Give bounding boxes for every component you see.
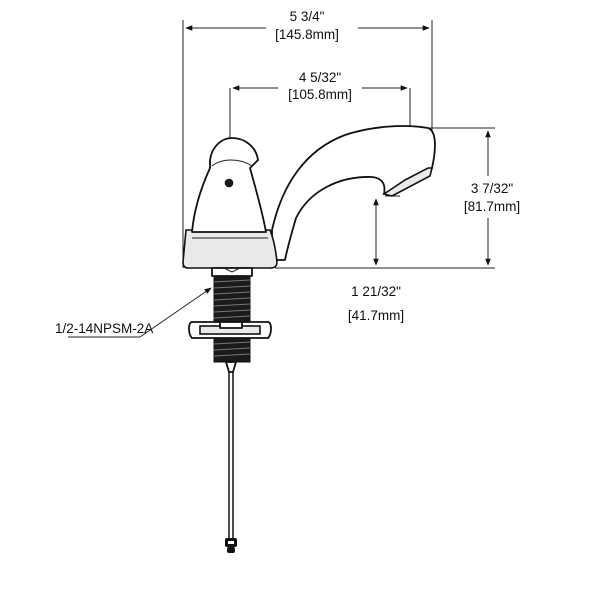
thread-callout: 1/2-14NPSM-2A (55, 287, 212, 338)
spout-reach-metric: [105.8mm] (288, 87, 352, 102)
extension-lines (182, 20, 495, 269)
dimension-overall-width: 5 3/4" [145.8mm] (185, 9, 430, 42)
handle-screw-dot (224, 178, 234, 188)
dimension-outlet-height: 1 21/32" [41.7mm] (348, 198, 404, 323)
rod-connector (225, 361, 237, 373)
outlet-height-metric: [41.7mm] (348, 308, 404, 323)
overall-width-imperial: 5 3/4" (290, 9, 325, 24)
faucet-drawing (182, 125, 436, 553)
faucet-spout (271, 125, 436, 261)
thread-spec-label: 1/2-14NPSM-2A (55, 321, 153, 336)
spout-reach-imperial: 4 5/32" (299, 70, 342, 85)
faucet-base (182, 229, 278, 269)
threaded-shank (213, 275, 251, 327)
spout-tip (382, 167, 434, 197)
overall-width-metric: [145.8mm] (275, 27, 339, 42)
outlet-height-imperial: 1 21/32" (351, 284, 401, 299)
dimension-spout-height: 3 7/32" [81.7mm] (464, 130, 520, 266)
spout-height-metric: [81.7mm] (464, 199, 520, 214)
rod-end-clip (225, 538, 237, 553)
washer-notch (219, 321, 243, 329)
spout-height-imperial: 3 7/32" (471, 181, 514, 196)
dimension-spout-reach: 4 5/32" [105.8mm] (232, 70, 408, 102)
